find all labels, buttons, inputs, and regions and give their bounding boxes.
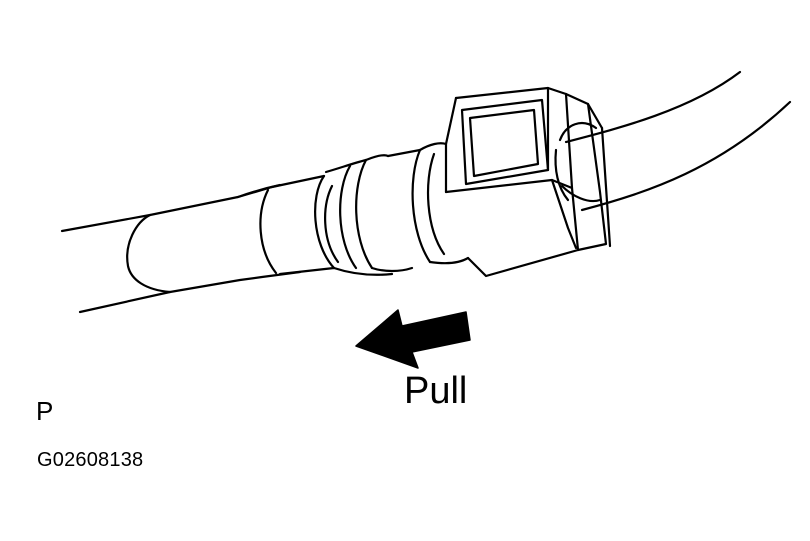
fuel-tube-pipe <box>270 142 470 276</box>
figure-code: G02608138 <box>37 449 144 471</box>
fuel-hose <box>60 183 302 314</box>
pull-label: Pull <box>404 370 468 412</box>
view-letter: P <box>36 396 54 426</box>
pull-direction-arrow <box>355 309 471 369</box>
quick-connector-retainer <box>444 86 612 278</box>
fuel-line-right <box>564 70 792 212</box>
